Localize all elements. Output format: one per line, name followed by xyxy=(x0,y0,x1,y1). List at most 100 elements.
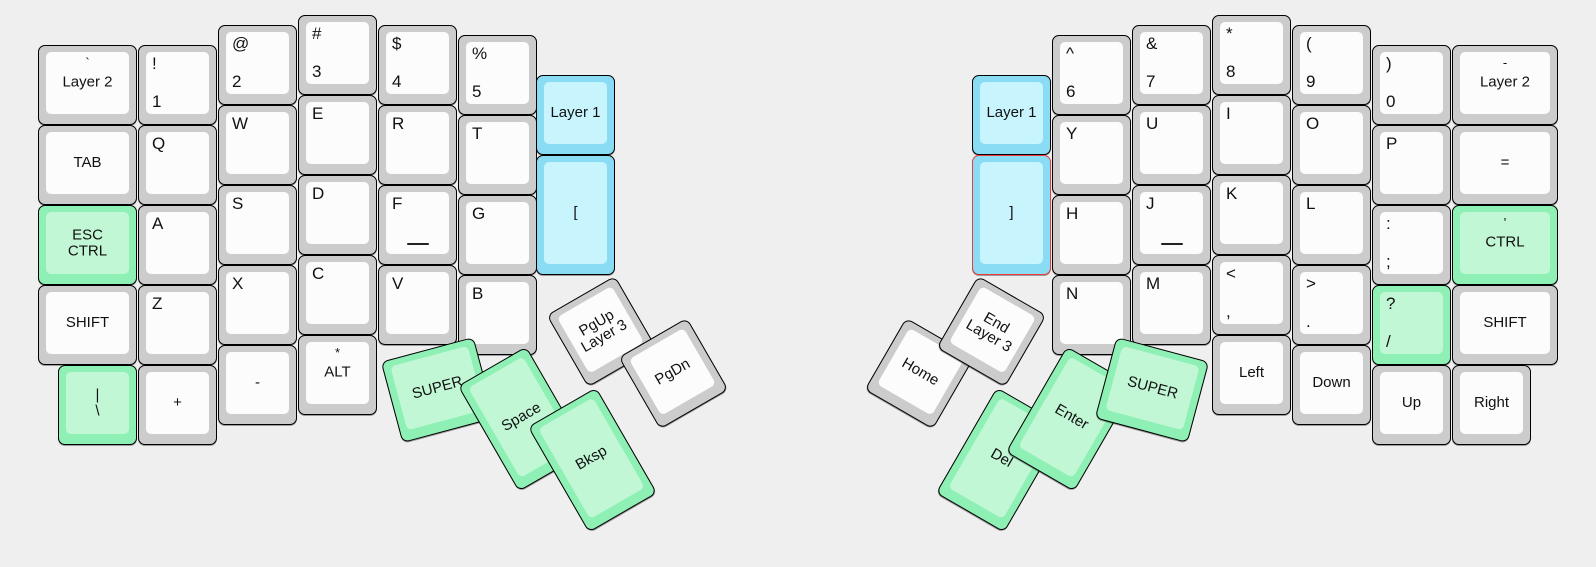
key-legend-main: Up xyxy=(1401,394,1422,412)
keycap-face: O xyxy=(1300,112,1363,174)
key-legend-top: @ xyxy=(232,34,250,53)
key-r-k[interactable]: K xyxy=(1212,175,1291,255)
key-l-plus[interactable]: + xyxy=(138,365,217,445)
key-l-g[interactable]: G xyxy=(458,195,537,275)
key-l-f[interactable]: F xyxy=(378,185,457,265)
keycap-face: (9 xyxy=(1300,32,1363,94)
key-l-minus[interactable]: - xyxy=(218,345,297,425)
key-r-right[interactable]: Right xyxy=(1452,365,1531,445)
key-r-o[interactable]: O xyxy=(1292,105,1371,185)
keycap-face: Layer 1 xyxy=(544,82,607,144)
keycap-face: B xyxy=(466,282,529,344)
keycap-face: C xyxy=(306,262,369,324)
key-l-2[interactable]: @2 xyxy=(218,25,297,105)
key-legend-top: V xyxy=(392,274,404,293)
keycap-face: W xyxy=(226,112,289,174)
key-r-up[interactable]: Up xyxy=(1372,365,1451,445)
key-l-esc-ctrl[interactable]: ESC CTRL xyxy=(38,205,137,285)
key-l-pipe-backslash[interactable]: | \ xyxy=(58,365,137,445)
key-l-v[interactable]: V xyxy=(378,265,457,345)
key-r-period[interactable]: >. xyxy=(1292,265,1371,345)
key-l-t[interactable]: T xyxy=(458,115,537,195)
keycap-face: N xyxy=(1060,282,1123,344)
key-legend-bottom: 4 xyxy=(392,72,402,92)
keycap-face: K xyxy=(1220,182,1283,244)
key-r-y[interactable]: Y xyxy=(1052,115,1131,195)
key-legend-main: Right xyxy=(1473,394,1510,412)
key-l-c[interactable]: C xyxy=(298,255,377,335)
key-legend-main: End Layer 3 xyxy=(962,308,1015,357)
key-r-j[interactable]: J xyxy=(1132,185,1211,265)
key-l-shift[interactable]: SHIFT xyxy=(38,285,137,365)
key-r-h[interactable]: H xyxy=(1052,195,1131,275)
key-r-semicolon[interactable]: :; xyxy=(1372,205,1451,285)
key-r-i[interactable]: I xyxy=(1212,95,1291,175)
keycap-face: M xyxy=(1140,272,1203,334)
keycap-face: + xyxy=(146,372,209,434)
key-l-s[interactable]: S xyxy=(218,185,297,265)
key-legend-bottom: 7 xyxy=(1146,72,1156,92)
key-legend-top: B xyxy=(472,284,484,303)
key-legend-bottom: 2 xyxy=(232,72,242,92)
key-l-3[interactable]: #3 xyxy=(298,15,377,95)
key-r-u[interactable]: U xyxy=(1132,105,1211,185)
key-l-grave-layer2[interactable]: `Layer 2 xyxy=(38,45,137,125)
keycap-face: !1 xyxy=(146,52,209,114)
key-l-5[interactable]: %5 xyxy=(458,35,537,115)
key-r-super[interactable]: SUPER xyxy=(1094,337,1210,443)
key-l-star-alt[interactable]: *ALT xyxy=(298,335,377,415)
key-legend-bottom: , xyxy=(1226,302,1231,322)
key-r-rbracket[interactable]: ] xyxy=(972,155,1051,275)
key-r-7[interactable]: &7 xyxy=(1132,25,1211,105)
key-l-a[interactable]: A xyxy=(138,205,217,285)
key-r-minus-layer2[interactable]: -Layer 2 xyxy=(1452,45,1558,125)
key-r-6[interactable]: ^6 xyxy=(1052,35,1131,115)
keycap-face: Q xyxy=(146,132,209,194)
key-r-m[interactable]: M xyxy=(1132,265,1211,345)
key-legend-top: % xyxy=(472,44,488,63)
keycap-face: S xyxy=(226,192,289,254)
keycap-face: U xyxy=(1140,112,1203,174)
key-l-d[interactable]: D xyxy=(298,175,377,255)
key-l-lbracket[interactable]: [ xyxy=(536,155,615,275)
homing-bar-indicator xyxy=(1160,243,1183,245)
keycap-face: )0 xyxy=(1380,52,1443,114)
key-l-layer1[interactable]: Layer 1 xyxy=(536,75,615,155)
key-l-e[interactable]: E xyxy=(298,95,377,175)
key-r-left[interactable]: Left xyxy=(1212,335,1291,415)
key-l-w[interactable]: W xyxy=(218,105,297,185)
key-legend-top: ` xyxy=(85,55,90,70)
key-r-9[interactable]: (9 xyxy=(1292,25,1371,105)
key-r-slash[interactable]: ?/ xyxy=(1372,285,1451,365)
key-r-shift[interactable]: SHIFT xyxy=(1452,285,1558,365)
key-legend-top: < xyxy=(1226,264,1236,283)
key-legend-main: ] xyxy=(1009,204,1014,222)
key-legend-bottom: 0 xyxy=(1386,92,1396,112)
key-l-q[interactable]: Q xyxy=(138,125,217,205)
key-r-layer1[interactable]: Layer 1 xyxy=(972,75,1051,155)
keycap-face: <, xyxy=(1220,262,1283,324)
key-r-equal[interactable]: = xyxy=(1452,125,1558,205)
key-l-4[interactable]: $4 xyxy=(378,25,457,105)
key-legend-main: SHIFT xyxy=(1483,314,1527,332)
keycap-face: &7 xyxy=(1140,32,1203,94)
key-l-z[interactable]: Z xyxy=(138,285,217,365)
key-l-r[interactable]: R xyxy=(378,105,457,185)
key-r-0[interactable]: )0 xyxy=(1372,45,1451,125)
key-l-x[interactable]: X xyxy=(218,265,297,345)
key-r-comma[interactable]: <, xyxy=(1212,255,1291,335)
keycap-face: Z xyxy=(146,292,209,354)
key-r-down[interactable]: Down xyxy=(1292,345,1371,425)
key-l-1[interactable]: !1 xyxy=(138,45,217,125)
key-r-8[interactable]: *8 xyxy=(1212,15,1291,95)
key-r-quote-ctrl[interactable]: 'CTRL xyxy=(1452,205,1558,285)
key-l-tab[interactable]: TAB xyxy=(38,125,137,205)
key-legend-main: Bksp xyxy=(572,442,611,474)
key-legend-main: SHIFT xyxy=(65,314,110,332)
key-legend-top: W xyxy=(232,114,249,133)
keycap-face: Down xyxy=(1300,352,1363,414)
key-legend-top: ! xyxy=(152,54,157,73)
key-legend-bottom: 3 xyxy=(312,62,322,82)
key-r-p[interactable]: P xyxy=(1372,125,1451,205)
key-r-l[interactable]: L xyxy=(1292,185,1371,265)
